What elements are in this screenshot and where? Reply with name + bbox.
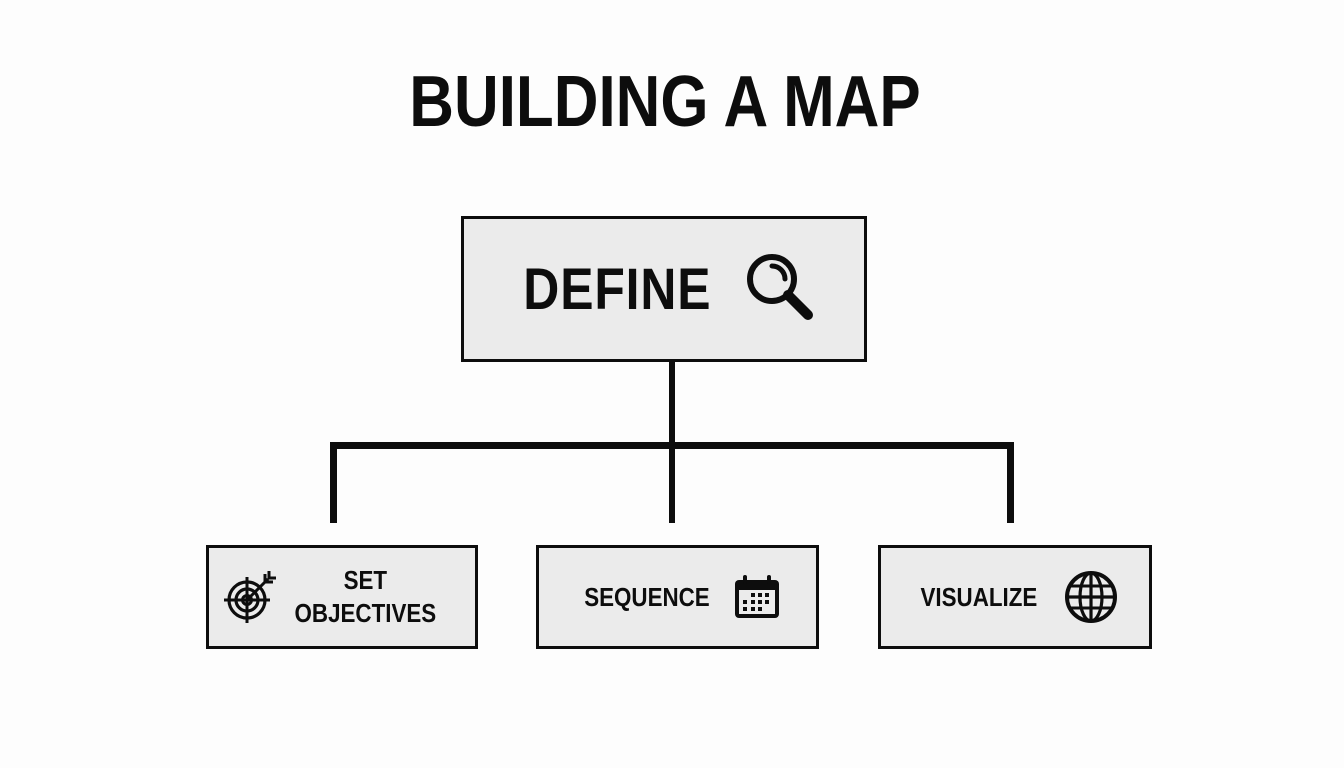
calendar-icon [735,575,780,618]
visualize-label: VISUALIZE [920,581,1038,612]
connector-drop-right [1007,442,1014,523]
diagram-title: BUILDING A MAP [409,62,921,142]
define-label: DEFINE [522,256,712,322]
sequence-label: SEQUENCE [583,581,710,612]
set-objectives-label: SET OBJECTIVES [294,564,436,630]
target-arrow-icon [223,571,276,623]
connector-root-vertical [669,361,675,447]
magnifier-icon [747,254,814,320]
label-line-1: SET [343,565,387,595]
label-line-2: OBJECTIVES [294,598,436,628]
globe-icon [1064,571,1117,623]
connector-drop-center [669,442,675,523]
set-objectives-node: SET OBJECTIVES [206,545,478,649]
connector-drop-left [330,442,337,523]
visualize-node: VISUALIZE [878,545,1152,649]
sequence-node: SEQUENCE [536,545,819,649]
define-node: DEFINE [461,216,867,362]
